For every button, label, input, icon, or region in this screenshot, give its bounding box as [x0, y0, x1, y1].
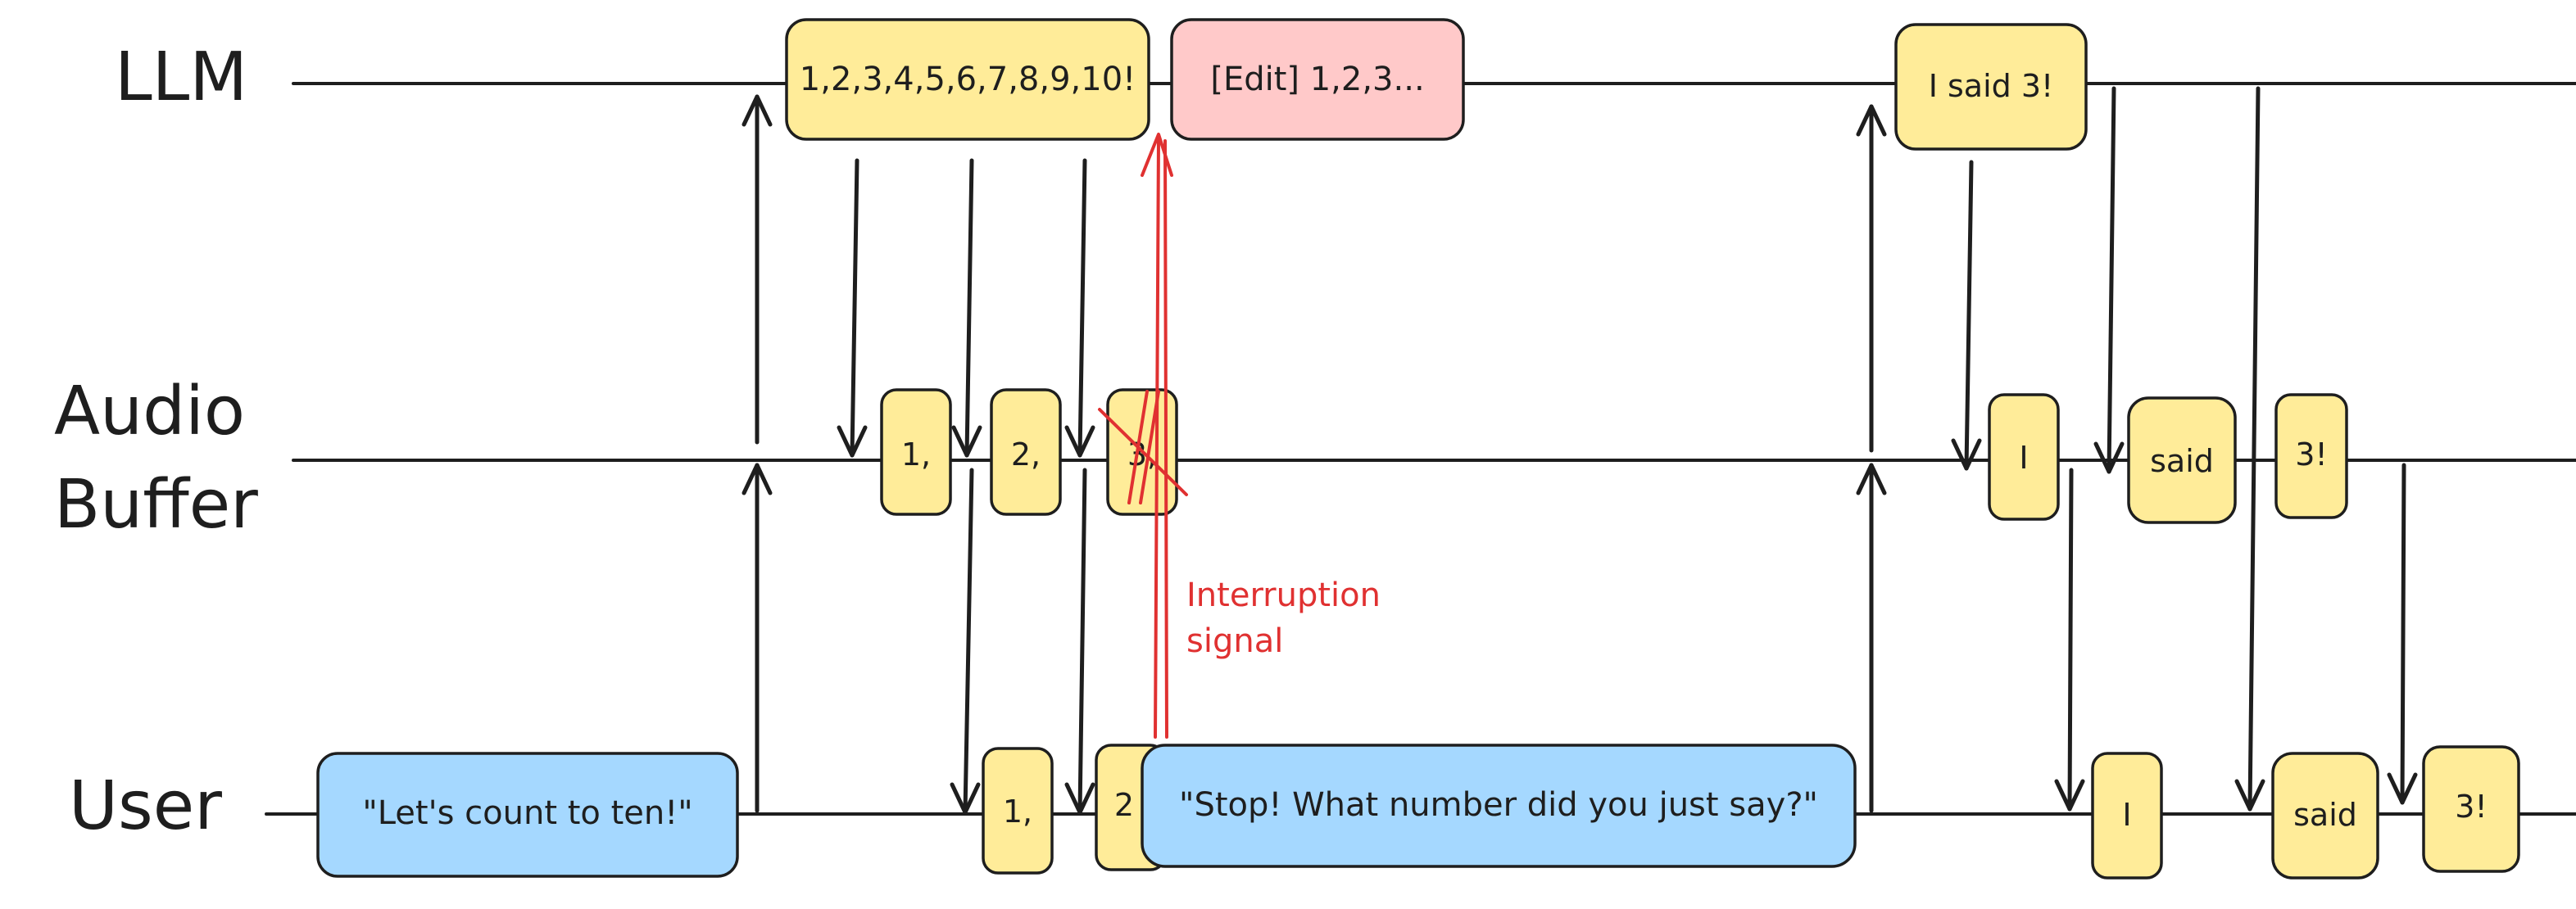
user-prompt-box: "Let's count to ten!": [316, 752, 739, 878]
audio-buffer-lane-label-line1: Audio: [54, 373, 245, 450]
arrow-user-to-buffer: [742, 463, 773, 813]
buffer-chunk-1-text: 1,: [901, 436, 931, 473]
user-heard-reply-2: said: [2271, 752, 2379, 880]
user-heard-1: 1,: [982, 747, 1054, 875]
buffer-chunk-2-text: 2,: [1011, 436, 1041, 473]
interruption-label-line1: Interruption: [1186, 577, 1381, 614]
buffer-reply-1-text: I: [2019, 440, 2028, 476]
arrow-buffer-to-user-2: [1064, 468, 1095, 815]
user-heard-reply-3: 3!: [2422, 745, 2520, 873]
user-heard-1-text: 1,: [1003, 794, 1032, 830]
audio-buffer-lane-label-line2: Buffer: [54, 466, 258, 544]
user-interrupt-box: "Stop! What number did you just say?": [1141, 744, 1857, 868]
llm-edit-text: [Edit] 1,2,3...: [1210, 61, 1424, 98]
user-heard-reply-2-text: said: [2293, 797, 2357, 833]
llm-generation-box: 1,2,3,4,5,6,7,8,9,10!: [785, 18, 1150, 141]
arrow-interrupt-buffer-to-llm: [1856, 104, 1887, 453]
user-prompt-text: "Let's count to ten!": [362, 794, 692, 832]
llm-reply-box: I said 3!: [1894, 23, 2088, 151]
buffer-reply-1: I: [1988, 393, 2060, 521]
arrow-reply-buffer-to-user-1: [2054, 468, 2085, 812]
arrow-reply-buffer-to-user-3: [2387, 463, 2418, 805]
arrow-llm-to-buffer-1: [837, 158, 868, 458]
arrow-reply-to-buffer-1: [1951, 160, 1982, 471]
strike-through-mark: [1098, 390, 1188, 504]
buffer-reply-3-text: 3!: [2295, 436, 2327, 473]
llm-edit-box: [Edit] 1,2,3...: [1170, 18, 1465, 141]
buffer-chunk-2: 2,: [990, 388, 1062, 516]
buffer-reply-2: said: [2127, 396, 2237, 524]
buffer-reply-2-text: said: [2150, 443, 2214, 479]
user-heard-reply-1-text: I: [2122, 797, 2131, 833]
interruption-signal-arrow: [1141, 133, 1173, 739]
user-heard-reply-3-text: 3!: [2455, 789, 2487, 825]
interruption-label-line2: signal: [1186, 622, 1283, 660]
arrow-llm-to-buffer-3: [1064, 158, 1095, 458]
llm-lane-label: LLM: [115, 38, 247, 116]
buffer-reply-3: 3!: [2274, 393, 2348, 519]
user-interrupt-text: "Stop! What number did you just say?": [1179, 786, 1818, 824]
buffer-chunk-1: 1,: [880, 388, 952, 516]
user-heard-2-text: 2: [1114, 787, 1134, 823]
user-heard-reply-1: I: [2091, 752, 2163, 880]
llm-generation-text: 1,2,3,4,5,6,7,8,9,10!: [800, 61, 1136, 98]
llm-reply-text: I said 3!: [1929, 68, 2054, 104]
arrow-reply-to-user-3: [2234, 86, 2265, 812]
arrow-interrupt-to-buffer: [1856, 463, 1887, 813]
user-lane-label: User: [69, 767, 222, 845]
arrow-llm-to-buffer-2: [951, 158, 982, 458]
arrow-buffer-to-user-1: [950, 468, 981, 815]
arrow-reply-to-buffer-2: [2093, 86, 2125, 474]
arrow-buffer-to-llm: [742, 94, 773, 445]
